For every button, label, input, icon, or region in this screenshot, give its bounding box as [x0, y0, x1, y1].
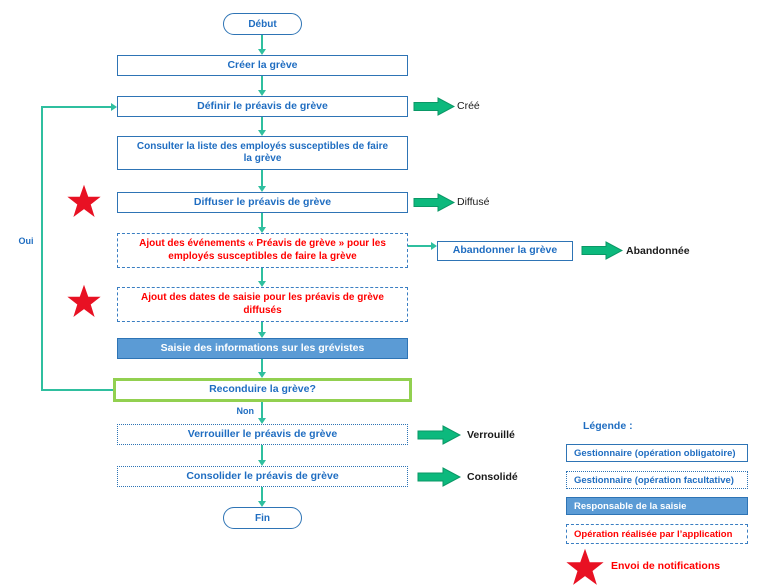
loop-oui-top-segment	[41, 103, 117, 111]
flow-node-consulter: Consulter la liste des employés suscepti…	[117, 136, 408, 170]
end-node: Fin	[223, 507, 302, 529]
connector-saisie-reconduire	[258, 359, 266, 378]
connector-consulter-diffuser	[258, 170, 266, 192]
connector-creer-definir	[258, 76, 266, 96]
flow-node-abandonner: Abandonner la grève	[437, 241, 573, 261]
notification-star-icon	[66, 284, 102, 318]
flow-node-reconduire-decision: Reconduire la grève?	[113, 378, 412, 402]
flow-node-diffuser: Diffuser le préavis de grève	[117, 192, 408, 213]
connector-ajout1-abandonner	[408, 242, 437, 250]
legend-star-label: Envoi de notifications	[611, 560, 721, 572]
connector-diffuser-ajout1	[258, 213, 266, 233]
notification-star-icon	[66, 184, 102, 218]
flow-node-saisie: Saisie des informations sur les gréviste…	[117, 338, 408, 359]
block-arrow-icon	[413, 97, 456, 121]
loop-oui-vertical-segment	[41, 107, 43, 391]
block-arrow-icon	[417, 467, 462, 492]
status-label-verrouille: Verrouillé	[467, 429, 515, 441]
start-node: Début	[223, 13, 302, 35]
legend-item-facultative: Gestionnaire (opération facultative)	[566, 471, 748, 489]
branch-label-oui: Oui	[18, 236, 34, 246]
loop-oui-bottom-segment	[41, 389, 113, 391]
connector-definir-consulter	[258, 117, 266, 136]
block-arrow-icon	[417, 425, 462, 450]
flow-node-definir: Définir le préavis de grève	[117, 96, 408, 117]
flow-node-ajout-dates: Ajout des dates de saisie pour les préav…	[117, 287, 408, 322]
legend-item-responsable-saisie: Responsable de la saisie	[566, 497, 748, 515]
connector-verrouiller-consolider	[258, 445, 266, 466]
notification-star-icon	[565, 548, 605, 586]
connector-consolider-fin	[258, 487, 266, 507]
flow-node-verrouiller: Verrouiller le préavis de grève	[117, 424, 408, 445]
flow-node-creer: Créer la grève	[117, 55, 408, 76]
connector-start-creer	[258, 35, 266, 55]
block-arrow-icon	[581, 241, 624, 265]
flow-node-ajout-evenements: Ajout des événements « Préavis de grève …	[117, 233, 408, 268]
flow-node-consolider: Consolider le préavis de grève	[117, 466, 408, 487]
connector-ajout2-saisie	[258, 322, 266, 338]
status-label-consolide: Consolidé	[467, 471, 518, 483]
status-label-cree: Créé	[457, 100, 480, 112]
legend-title: Légende :	[583, 420, 633, 432]
block-arrow-icon	[413, 193, 456, 217]
branch-label-non: Non	[236, 406, 255, 416]
status-label-abandonnee: Abandonnée	[626, 245, 690, 257]
connector-reconduire-verrouiller	[258, 402, 266, 424]
legend-item-obligatoire: Gestionnaire (opération obligatoire)	[566, 444, 748, 462]
connector-ajout1-ajout2	[258, 268, 266, 287]
status-label-diffuse: Diffusé	[457, 196, 490, 208]
legend-item-operation-application: Opération réalisée par l’application	[566, 524, 748, 544]
